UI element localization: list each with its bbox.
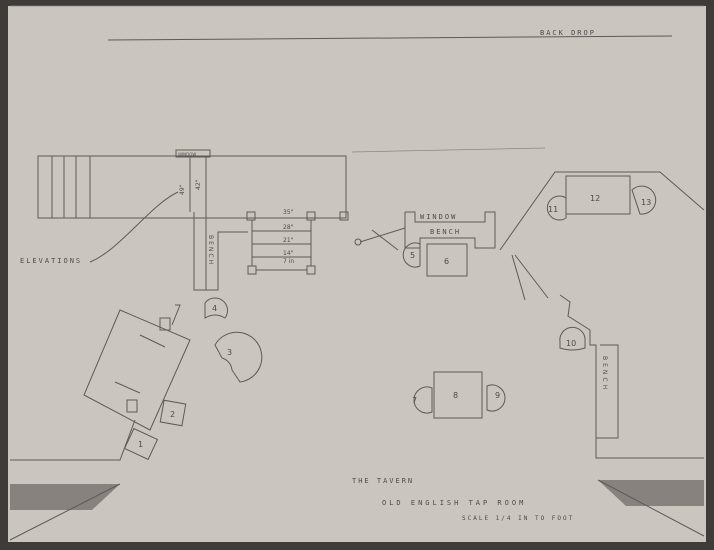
number-4: 4: [212, 304, 217, 313]
steps: 35" 28" 21" 14" 7 in: [246, 209, 349, 275]
number-2: 2: [170, 410, 175, 419]
table-8: 8: [433, 371, 483, 419]
elevation-platform: WINDOW 49" 42": [37, 149, 347, 219]
table-6: 6: [426, 243, 468, 277]
chair-7: 7: [412, 386, 433, 414]
number-6: 6: [444, 257, 449, 266]
dim-7: 7 in: [283, 258, 294, 265]
chair-3: 3: [214, 331, 263, 383]
bench-right-label: BENCH: [601, 356, 608, 392]
number-1: 1: [138, 440, 143, 449]
chair-9: 9: [486, 384, 506, 412]
stool-2: 2: [159, 399, 187, 427]
backdrop-line: [107, 35, 673, 41]
number-13: 13: [641, 198, 651, 207]
wing-left: [9, 483, 121, 541]
wall-left: [10, 419, 136, 461]
dim-35: 35": [283, 209, 294, 216]
number-12: 12: [590, 194, 600, 203]
window-center-label: WINDOW: [420, 213, 457, 221]
chair-11: 11: [546, 195, 567, 221]
number-11: 11: [548, 205, 558, 214]
chair-4: 4: [204, 297, 228, 319]
dim-49: 49": [179, 184, 186, 195]
dim-42: 42": [195, 179, 202, 190]
number-9: 9: [495, 391, 500, 400]
elevations-label: ELEVATIONS: [20, 257, 82, 265]
dim-21: 21": [283, 237, 294, 244]
window-small-label: WINDOW: [178, 152, 196, 157]
bench-1: 1: [123, 427, 159, 461]
wing-right: [597, 479, 705, 537]
plan-subtitle: OLD ENGLISH TAP ROOM: [382, 499, 526, 507]
number-5: 5: [410, 251, 415, 260]
number-8: 8: [453, 391, 458, 400]
dim-14: 14": [283, 250, 294, 257]
number-3: 3: [227, 348, 232, 357]
plan-title: THE TAVERN: [352, 477, 414, 485]
paper: [8, 6, 706, 542]
bench-left: BENCH: [193, 212, 248, 291]
wall-right-lower: [559, 294, 619, 439]
chair-13: 13: [631, 185, 657, 215]
bench-center-label: BENCH: [430, 228, 461, 236]
number-10: 10: [566, 339, 576, 348]
chair-5: 5: [402, 242, 421, 268]
door-right: [511, 254, 526, 301]
bench-left-label: BENCH: [207, 235, 214, 266]
dim-28: 28": [283, 224, 294, 231]
number-7: 7: [412, 396, 417, 405]
wall-right-bottom: [595, 438, 704, 459]
plan-scale: SCALE 1/4 IN TO FOOT: [462, 515, 574, 522]
chair-10: 10: [559, 326, 586, 351]
table-12: 12: [565, 175, 631, 215]
elevations-leader: [89, 191, 179, 263]
backdrop-label: BACK DROP: [540, 29, 596, 37]
wall-right-upper: [499, 171, 705, 251]
bar-left: [83, 304, 191, 431]
